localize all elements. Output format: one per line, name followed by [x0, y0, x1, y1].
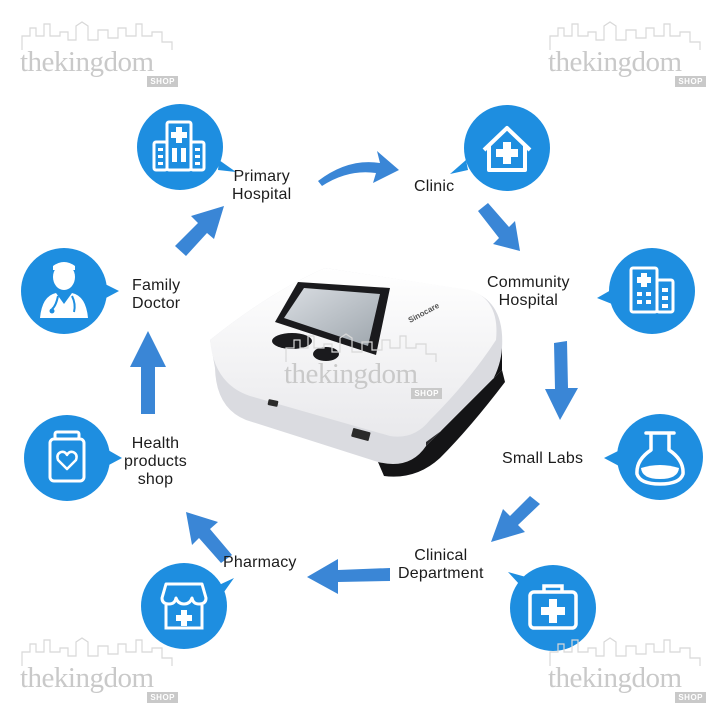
label-line: Doctor	[132, 295, 181, 312]
skyline-outline	[549, 21, 701, 50]
label-line: shop	[137, 471, 174, 488]
watermark-bottom-left: thekingdom SHOP	[20, 634, 180, 706]
label-line: Family	[132, 277, 181, 294]
skyline-outline	[549, 637, 701, 666]
house-cross-icon	[450, 105, 550, 191]
label-line: products	[124, 453, 187, 470]
label-line: Health	[131, 435, 180, 452]
watermark-center: thekingdom SHOP	[284, 330, 444, 402]
arrow-pharmacy-to-health	[186, 512, 232, 563]
watermark-text: thekingdom	[284, 358, 418, 390]
label-primary-hospital: Primary Hospital	[232, 168, 291, 204]
skyline-outline	[21, 21, 173, 50]
flask-icon	[604, 414, 703, 500]
label-line: Hospital	[498, 292, 559, 309]
arrow-primary-to-clinic	[318, 151, 399, 186]
arrow-clinic-to-community	[478, 203, 520, 251]
label-line: Small Labs	[502, 450, 584, 467]
label-line: Department	[398, 565, 484, 582]
label-community-hospital: Community Hospital	[487, 274, 570, 310]
watermark-top-left: thekingdom SHOP	[20, 18, 180, 90]
analyzer-device-icon: Sinocare	[210, 268, 505, 477]
watermark-badge: SHOP	[411, 388, 442, 399]
label-line: Pharmacy	[223, 554, 297, 571]
watermark-badge: SHOP	[147, 76, 178, 87]
hospital-tower-icon	[597, 248, 695, 334]
watermark-skylines	[21, 21, 701, 666]
watermark-bottom-right: thekingdom SHOP	[548, 634, 708, 706]
watermark-text: thekingdom	[20, 46, 154, 78]
arrow-clinical-to-pharmacy	[307, 559, 390, 594]
label-line: Clinical	[414, 547, 468, 564]
label-line: Clinic	[414, 178, 455, 195]
label-pharmacy: Pharmacy	[223, 554, 297, 572]
label-line: Community	[487, 274, 570, 291]
watermark-text: thekingdom	[548, 662, 682, 694]
doctor-icon	[21, 248, 119, 334]
pharmacy-store-icon	[141, 563, 234, 649]
arrow-labs-to-clinical	[491, 496, 540, 542]
arrow-family-to-primary	[175, 206, 224, 256]
skyline-outline	[21, 637, 173, 666]
watermark-text: thekingdom	[548, 46, 682, 78]
watermark-top-right: thekingdom SHOP	[548, 18, 708, 90]
label-line: Primary	[233, 168, 290, 185]
label-family-doctor: Family Doctor	[132, 277, 180, 313]
label-line: Hospital	[232, 186, 292, 203]
label-small-labs: Small Labs	[502, 450, 583, 468]
heart-jar-icon	[24, 415, 122, 501]
hospital-building-icon	[137, 104, 236, 190]
label-clinic: Clinic	[414, 178, 454, 196]
label-clinical-department: Clinical Department	[398, 547, 484, 583]
first-aid-kit-icon	[508, 565, 596, 651]
arrow-health-to-family	[130, 331, 166, 414]
arrow-community-to-labs	[545, 341, 578, 420]
watermark-badge: SHOP	[675, 692, 706, 703]
watermark-badge: SHOP	[147, 692, 178, 703]
watermark-text: thekingdom	[20, 662, 154, 694]
flow-arrows	[130, 151, 578, 594]
skyline-outline	[285, 333, 437, 362]
label-health-products-shop: Health products shop	[124, 435, 187, 489]
watermark-badge: SHOP	[675, 76, 706, 87]
